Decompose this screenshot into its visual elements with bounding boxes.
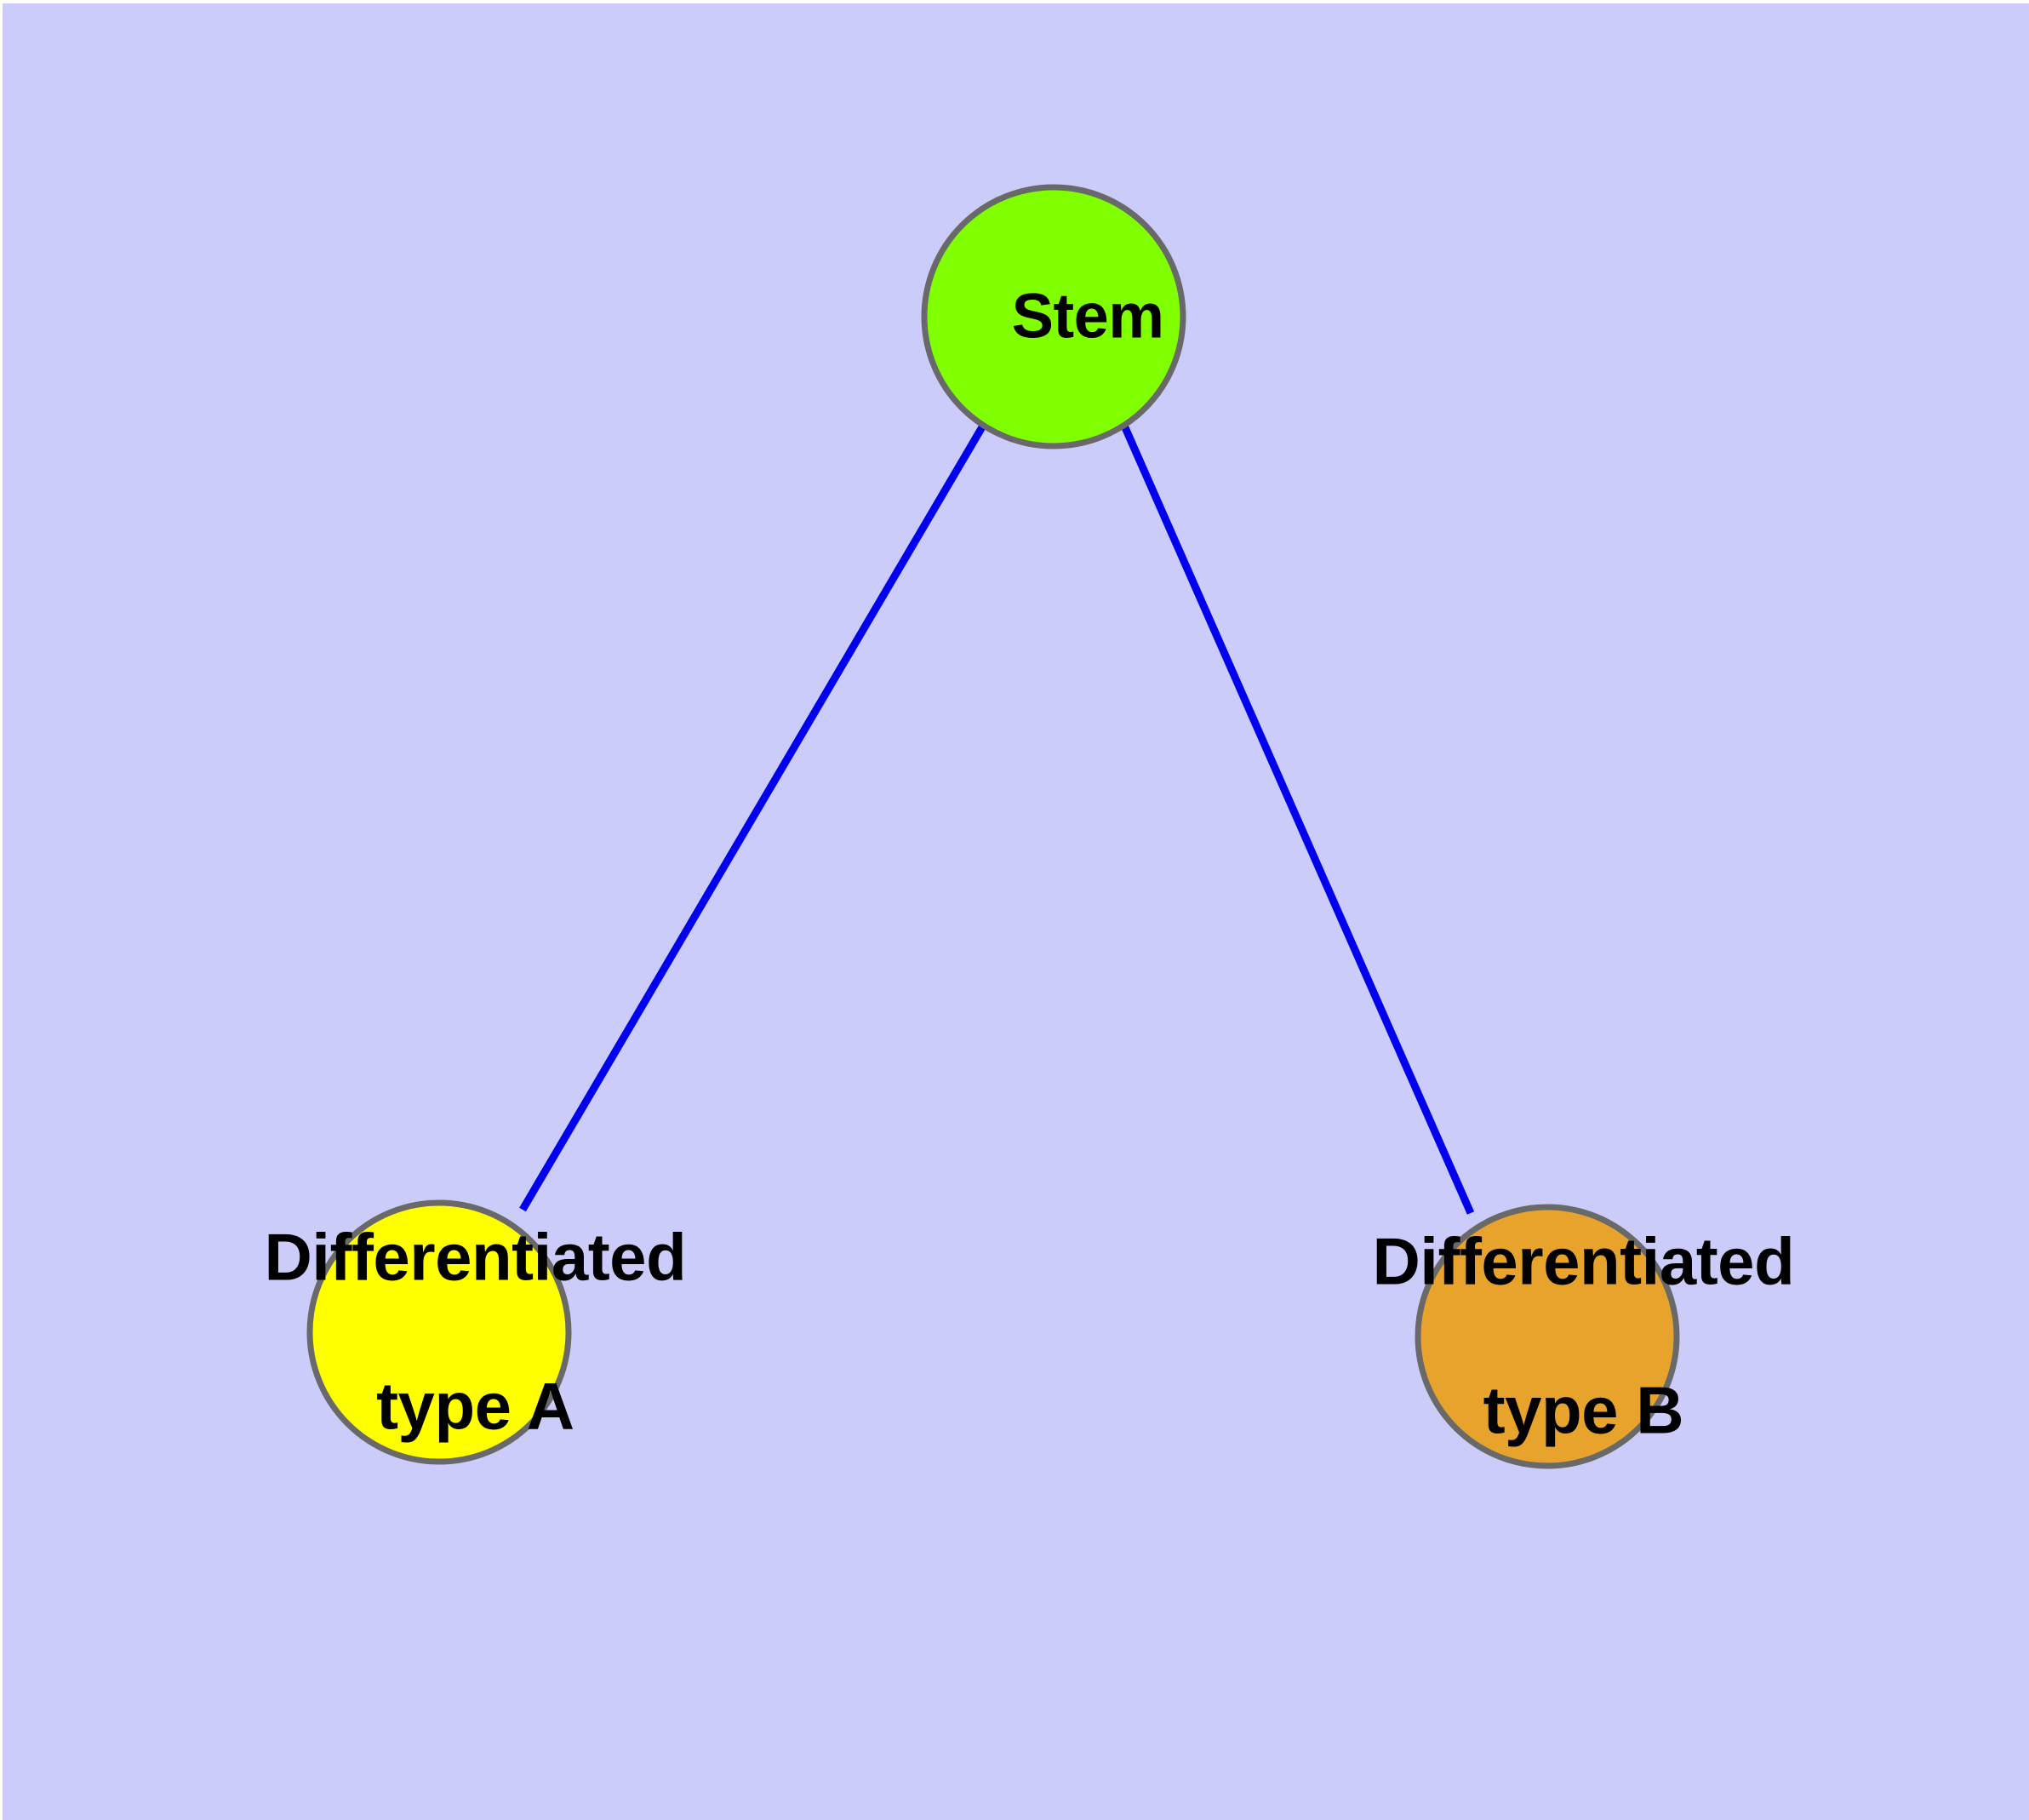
node-diff-a-circle[interactable] bbox=[306, 1199, 572, 1465]
node-stem-circle[interactable] bbox=[921, 184, 1186, 449]
node-diff-b-circle[interactable] bbox=[1415, 1204, 1680, 1469]
edge-stem-to-diff-a[interactable] bbox=[519, 423, 986, 1212]
node-layer bbox=[306, 184, 1680, 1469]
edge-stem-to-diff-b[interactable] bbox=[1120, 424, 1475, 1215]
edge-layer bbox=[519, 423, 1475, 1215]
